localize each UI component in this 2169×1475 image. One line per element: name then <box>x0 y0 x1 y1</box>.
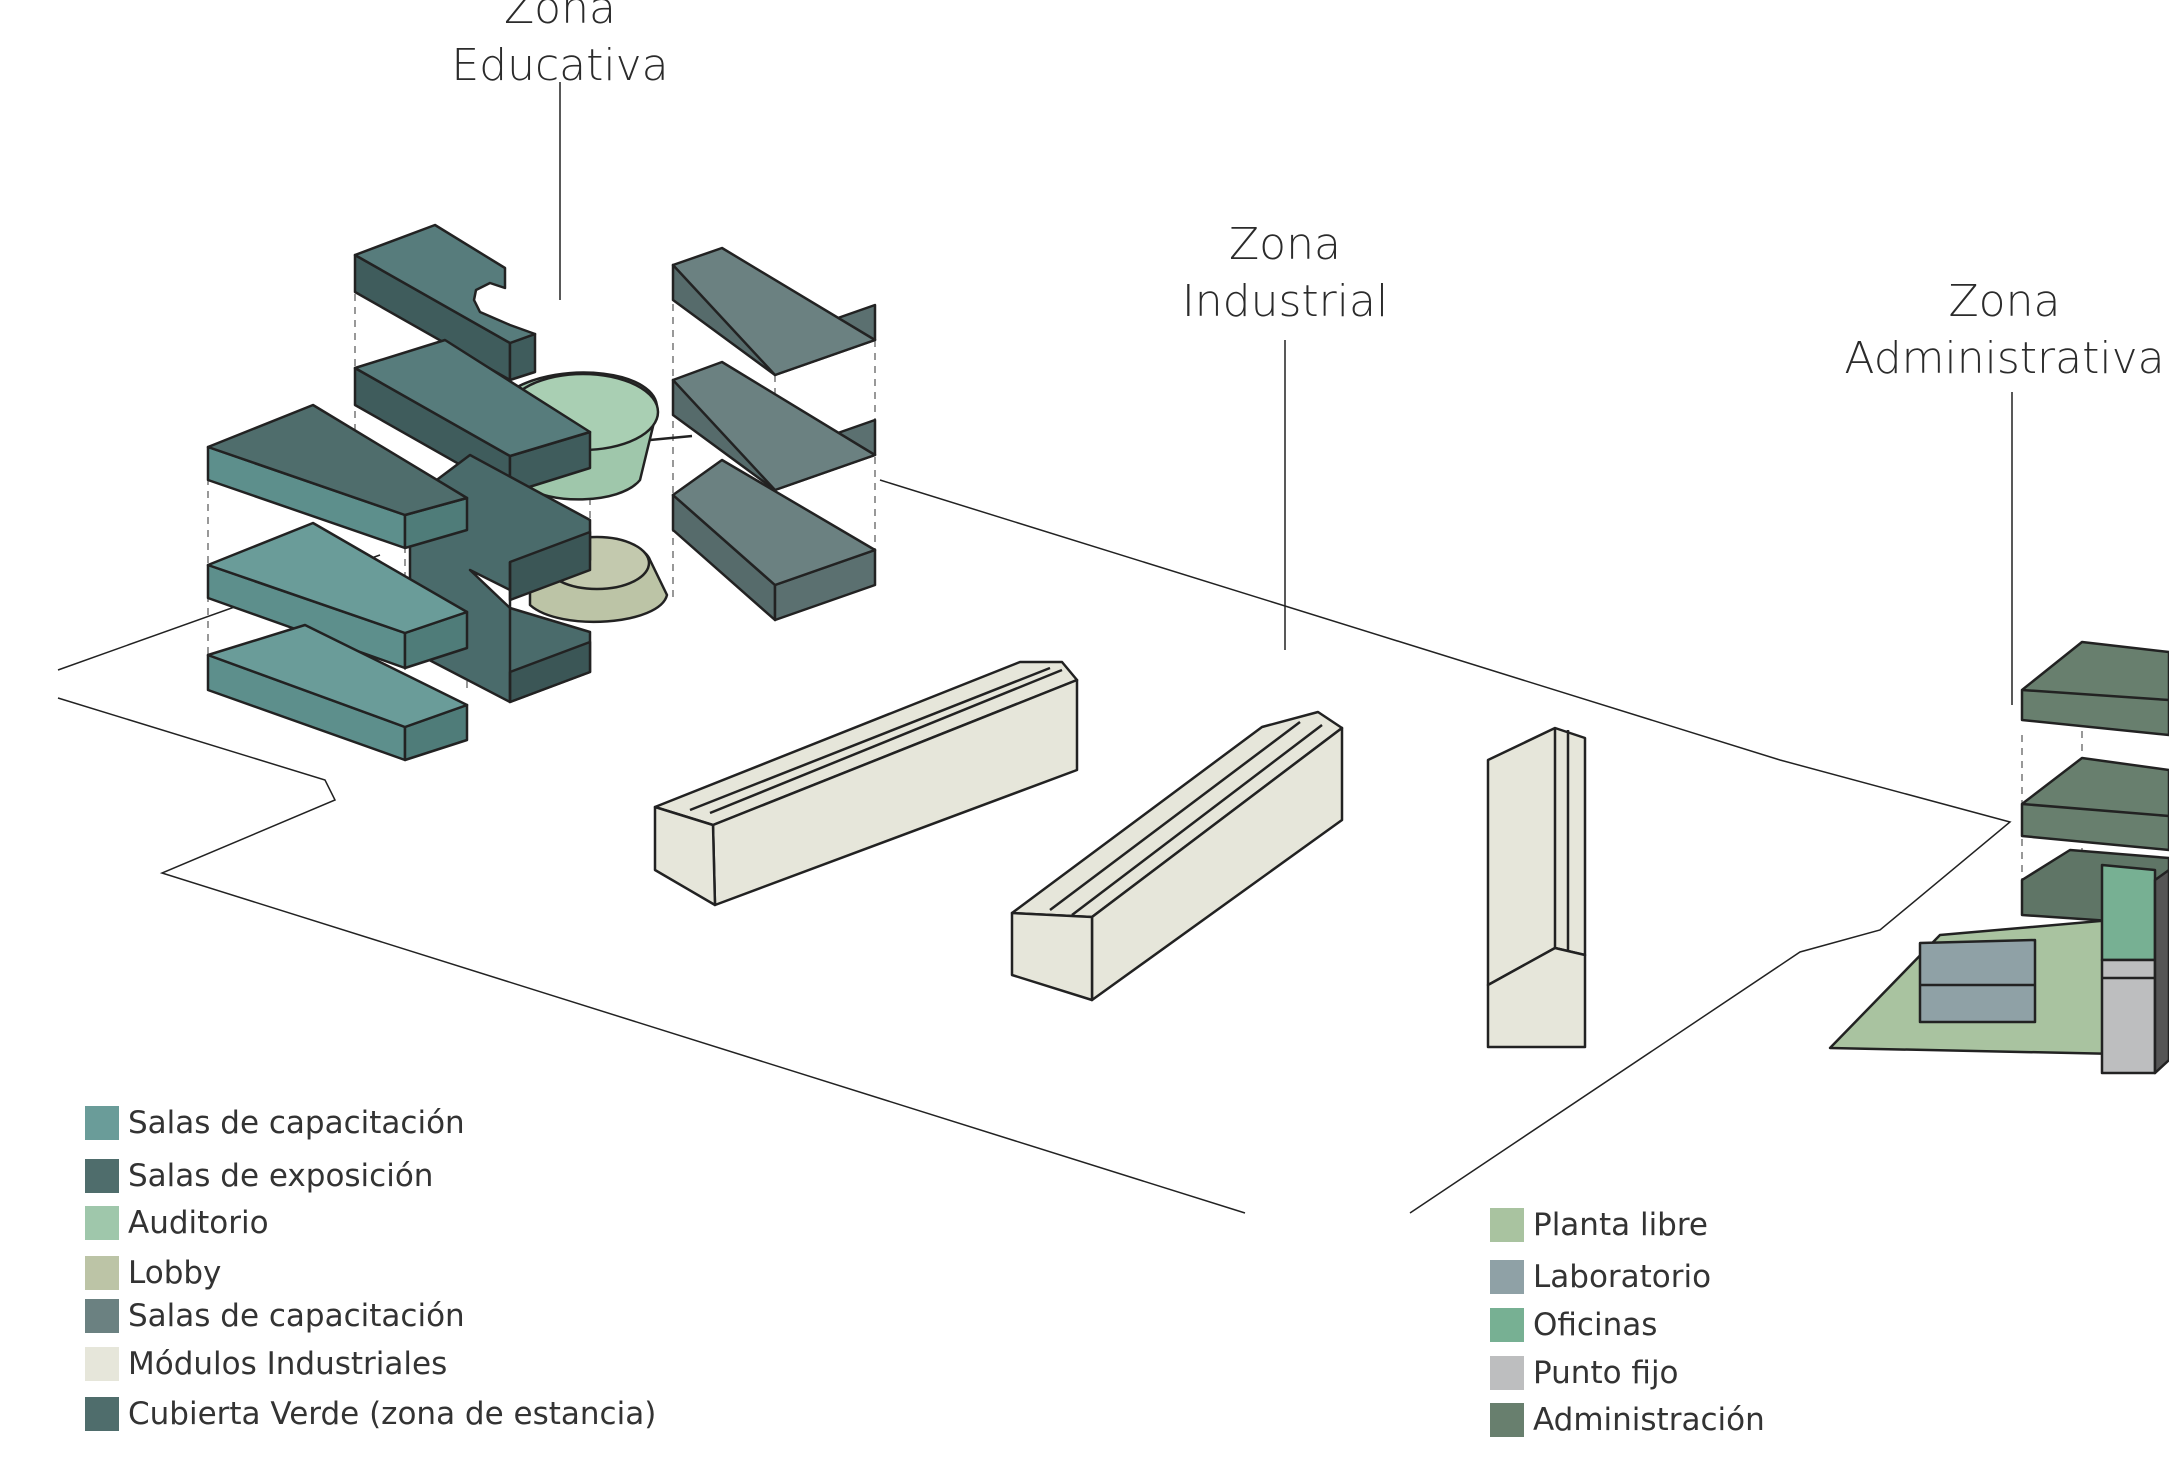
legend-item: Oficinas <box>1490 1307 1657 1343</box>
legend-swatch <box>1490 1308 1524 1342</box>
leader-lines <box>559 82 2013 705</box>
legend-item: Auditorio <box>85 1205 269 1241</box>
industrial-module-1 <box>653 660 1079 907</box>
laboratorio-block <box>1918 938 2037 1024</box>
legend-item: Planta libre <box>1490 1207 1708 1243</box>
legend-label: Oficinas <box>1533 1307 1658 1343</box>
legend-swatch <box>1490 1403 1524 1437</box>
legend-swatch <box>85 1206 119 1240</box>
zone-educativa-line2: Educativa <box>451 40 669 91</box>
legend-label: Administración <box>1533 1402 1765 1438</box>
legend-item: Salas de exposición <box>85 1158 433 1194</box>
zone-label-educativa: Zona Educativa <box>430 0 690 94</box>
legend-item: Cubierta Verde (zona de estancia) <box>85 1396 656 1432</box>
legend-label: Planta libre <box>1533 1207 1708 1243</box>
capacitacion-right-slab-3 <box>671 458 877 622</box>
zone-label-administrativa: Zona Administrativa <box>1840 273 2169 387</box>
legend-educativa-industrial: Salas de capacitación Salas de exposició… <box>85 1105 785 1445</box>
legend-swatch <box>85 1159 119 1193</box>
legend-item: Administración <box>1490 1402 1765 1438</box>
legend-swatch <box>85 1106 119 1140</box>
legend-swatch <box>85 1299 119 1333</box>
legend-administrativa: Planta libre Laboratorio Oficinas Punto … <box>1490 1207 1990 1447</box>
legend-label: Salas de capacitación <box>128 1105 465 1141</box>
educativa-buildings <box>206 223 877 762</box>
industrial-module-2 <box>1010 710 1344 1002</box>
zone-educativa-line1: Zona <box>504 0 616 34</box>
administracion-slab-1 <box>2020 640 2169 737</box>
legend-label: Salas de exposición <box>128 1158 434 1194</box>
legend-item: Módulos Industriales <box>85 1346 447 1382</box>
legend-swatch <box>1490 1260 1524 1294</box>
zone-industrial-line1: Zona <box>1229 219 1341 270</box>
zone-administrativa-line2: Administrativa <box>1844 333 2165 384</box>
legend-label: Auditorio <box>128 1205 269 1241</box>
legend-item: Salas de capacitación <box>85 1105 465 1141</box>
legend-swatch <box>1490 1356 1524 1390</box>
legend-label: Punto fijo <box>1533 1355 1679 1391</box>
zone-administrativa-line1: Zona <box>1948 276 2061 327</box>
oficinas-tower <box>2100 863 2169 1075</box>
legend-swatch <box>85 1397 119 1431</box>
legend-label: Salas de capacitación <box>128 1298 465 1334</box>
administracion-slab-2 <box>2020 756 2169 852</box>
capacitacion-slab-3 <box>206 623 469 762</box>
capacitacion-slab-1 <box>206 403 469 550</box>
legend-item: Lobby <box>85 1255 221 1291</box>
zone-label-industrial: Zona Industrial <box>1150 216 1420 330</box>
capacitacion-right-slab-2 <box>671 360 877 492</box>
capacitacion-right-slab-1 <box>671 246 877 377</box>
legend-item: Punto fijo <box>1490 1355 1679 1391</box>
zone-industrial-line2: Industrial <box>1181 276 1389 327</box>
legend-label: Cubierta Verde (zona de estancia) <box>128 1396 657 1432</box>
legend-label: Módulos Industriales <box>128 1346 448 1382</box>
legend-swatch <box>1490 1208 1524 1242</box>
industrial-module-3 <box>1486 726 1587 1049</box>
administrativa-buildings <box>1828 640 2169 1075</box>
industrial-modules <box>653 660 1587 1049</box>
legend-label: Laboratorio <box>1533 1259 1712 1295</box>
capacitacion-slab-2 <box>206 521 469 670</box>
legend-swatch <box>85 1347 119 1381</box>
legend-item: Salas de capacitación <box>85 1298 465 1334</box>
legend-swatch <box>85 1256 119 1290</box>
legend-item: Laboratorio <box>1490 1259 1711 1295</box>
legend-label: Lobby <box>128 1255 222 1291</box>
